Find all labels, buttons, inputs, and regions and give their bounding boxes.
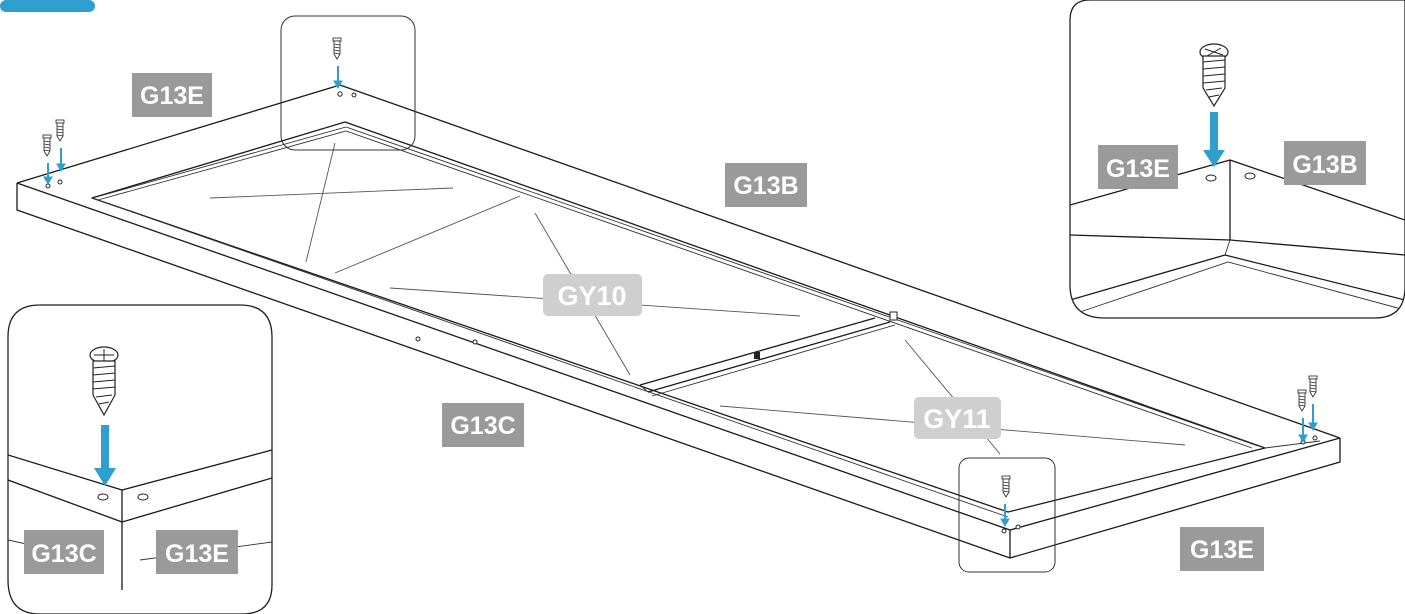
- screws-right-corner: [1297, 375, 1318, 444]
- detail-bottom-left: G13C G13E: [7, 304, 273, 614]
- screws-left-corner: [42, 119, 66, 186]
- callout-top-corner: [280, 15, 416, 151]
- svg-text:G13E: G13E: [1190, 536, 1254, 564]
- svg-text:G13B: G13B: [733, 172, 798, 200]
- svg-text:G13E: G13E: [165, 540, 229, 568]
- glass-reflections: [209, 142, 1186, 455]
- svg-text:GY10: GY10: [557, 281, 626, 311]
- screw-icon: [1199, 43, 1229, 108]
- detail-tr-label-left: G13E: [1098, 145, 1178, 189]
- arrow-down-icon: [94, 468, 116, 486]
- label-g13c-main: G13C: [442, 403, 524, 447]
- screw-top-corner: [332, 37, 343, 90]
- label-g13e-bottom-right: G13E: [1180, 527, 1264, 571]
- corner-tab: [0, 0, 95, 12]
- screw-icon: [89, 346, 119, 417]
- svg-text:G13C: G13C: [31, 540, 96, 568]
- svg-text:GY11: GY11: [923, 404, 991, 434]
- detail-bl-label-left: G13C: [24, 530, 104, 574]
- label-g13e-top-left: G13E: [132, 73, 212, 117]
- screw-bottom-corner: [1000, 475, 1011, 528]
- svg-text:G13B: G13B: [1292, 151, 1357, 179]
- detail-bl-label-right: G13E: [156, 530, 238, 574]
- detail-top-right: G13E G13B: [1069, 0, 1405, 319]
- detail-tr-label-right: G13B: [1284, 141, 1366, 185]
- svg-text:G13E: G13E: [140, 82, 204, 110]
- callout-bottom-corner: [958, 457, 1056, 573]
- svg-text:G13C: G13C: [450, 412, 515, 440]
- label-gy11: GY11: [914, 397, 1001, 439]
- label-gy10: GY10: [543, 274, 642, 316]
- label-g13b-main: G13B: [725, 163, 807, 207]
- arrow-down-icon: [1203, 150, 1225, 167]
- main-frame: [16, 84, 1341, 559]
- svg-text:G13E: G13E: [1106, 155, 1170, 183]
